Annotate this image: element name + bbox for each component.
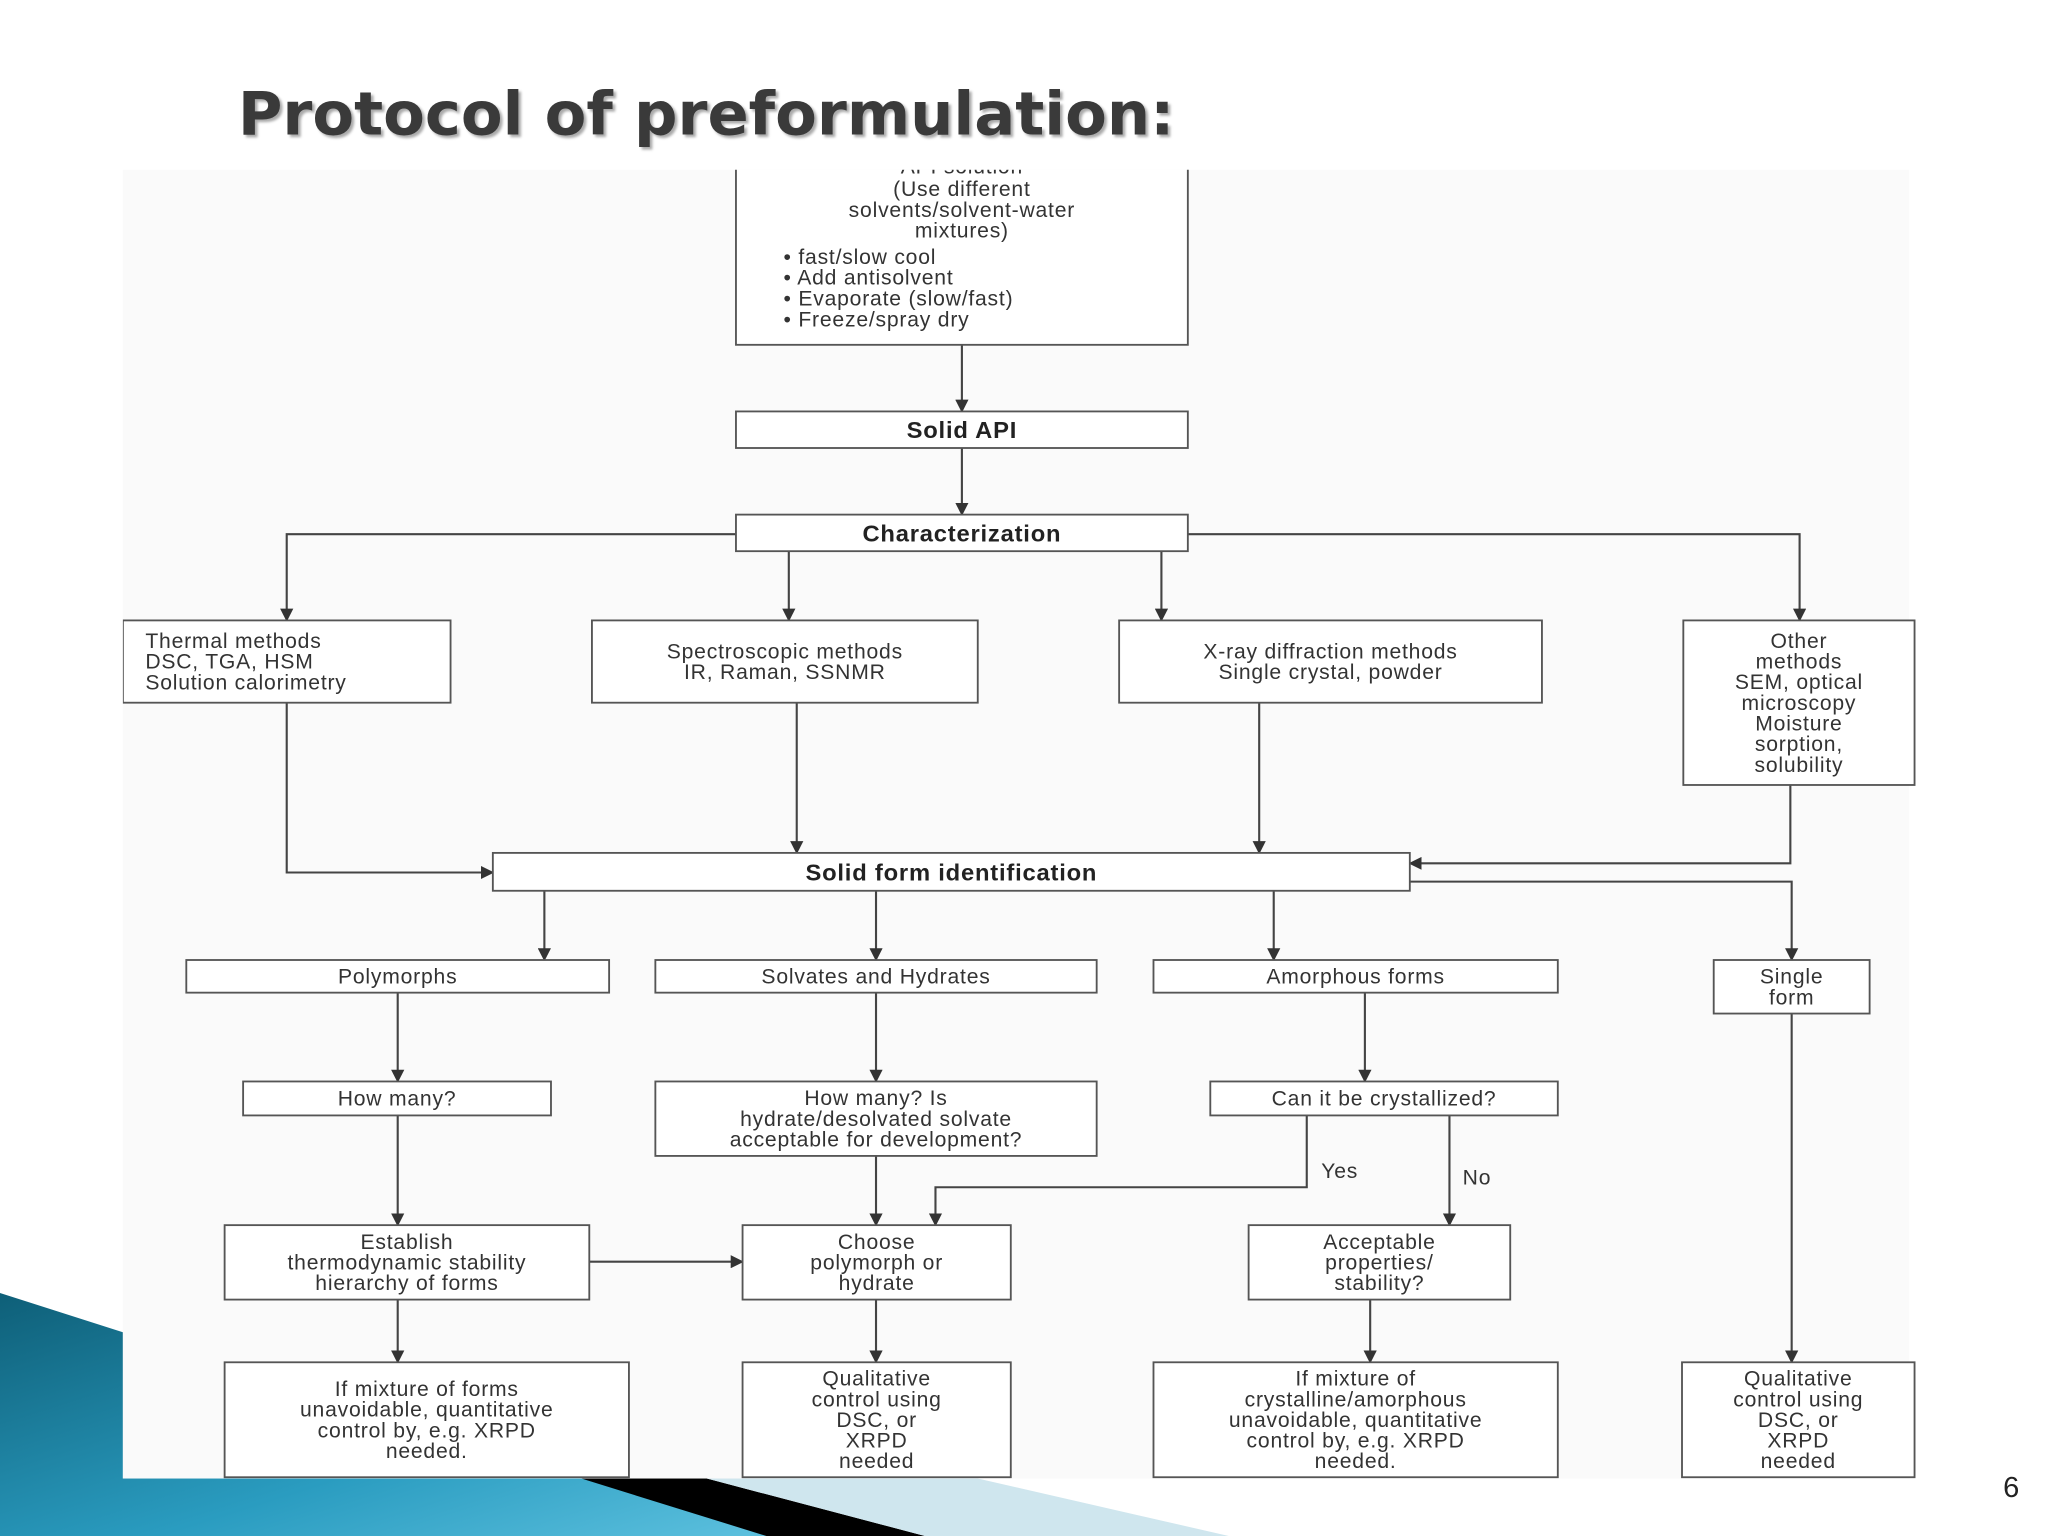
box-text: solubility	[1754, 754, 1843, 777]
box-text: stability?	[1334, 1272, 1424, 1295]
box-text: XRPD	[1767, 1430, 1829, 1453]
box-text: XRPD	[846, 1430, 908, 1453]
box-text: Solution calorimetry	[145, 671, 346, 694]
box-text: (Use different	[893, 178, 1031, 201]
box-text: mixtures)	[915, 220, 1009, 243]
box-text: thermodynamic stability	[288, 1252, 527, 1275]
box-text: DSC, or	[1758, 1409, 1839, 1432]
box-text: Amorphous forms	[1266, 966, 1445, 989]
slide-decoration	[0, 1293, 1229, 1536]
box-text: Acceptable	[1323, 1231, 1435, 1254]
box-text: control by, e.g. XRPD	[318, 1419, 536, 1442]
box-text: methods	[1756, 651, 1843, 674]
box-text: form	[1769, 986, 1814, 1009]
box-text: Qualitative	[1744, 1368, 1853, 1391]
bullet-item: • Evaporate (slow/fast)	[784, 288, 1014, 311]
box-text: Solid API	[907, 418, 1018, 444]
box-text: unavoidable, quantitative	[300, 1399, 554, 1422]
box-text: Establish	[361, 1231, 454, 1254]
box-text: Thermal methods	[145, 630, 321, 653]
slide-title: Protocol of preformulation:	[238, 80, 1175, 150]
box-text: SEM, optical	[1735, 671, 1863, 694]
box-text: How many? Is	[804, 1087, 947, 1110]
connector-arrow	[285, 702, 495, 880]
box-text: hydrate/desolvated solvate	[740, 1108, 1012, 1131]
label-no: No	[1463, 1167, 1492, 1190]
page-number: 6	[2003, 1472, 2019, 1504]
box-text: Choose	[838, 1231, 916, 1254]
box-text: sorption,	[1755, 733, 1843, 756]
box-text: Qualitative	[822, 1368, 931, 1391]
box-text: Spectroscopic methods	[667, 641, 903, 664]
bullet-item: • Freeze/spray dry	[784, 309, 970, 332]
box-text: Solid form identification	[805, 860, 1097, 886]
box-text: Single	[1760, 966, 1823, 989]
connector-arrow	[928, 1115, 1308, 1227]
box-text: Can it be crystallized?	[1272, 1088, 1497, 1111]
box-text: DSC, TGA, HSM	[145, 651, 313, 674]
box-text: needed	[839, 1450, 914, 1473]
box-text: IR, Raman, SSNMR	[684, 661, 886, 684]
box-text: If mixture of	[1295, 1368, 1416, 1391]
box-amorphous: Amorphous forms	[1152, 959, 1559, 994]
box-text: control using	[1733, 1388, 1863, 1411]
box-text: Solvates and Hydrates	[761, 966, 990, 989]
box-text: control using	[812, 1388, 942, 1411]
box-text: X-ray diffraction methods	[1203, 641, 1457, 664]
box-text: microscopy	[1742, 692, 1857, 715]
box-text: hierarchy of forms	[315, 1272, 498, 1295]
box-text: DSC, or	[836, 1409, 917, 1432]
box-heading: API solution	[901, 156, 1023, 179]
box-mix2: If mixture ofcrystalline/amorphousunavoi…	[1152, 1361, 1559, 1479]
box-text: Characterization	[862, 522, 1061, 548]
box-text: If mixture of forms	[335, 1378, 519, 1401]
box-text: needed.	[386, 1440, 468, 1463]
connector-arrow	[280, 533, 736, 622]
box-polymorphs: Polymorphs	[185, 959, 611, 994]
box-characterization: Characterization	[735, 513, 1189, 553]
box-api-solution: API solution(Use differentsolvents/solve…	[735, 156, 1189, 346]
bullet-item: • fast/slow cool	[784, 246, 937, 269]
box-solvates: Solvates and Hydrates	[654, 959, 1098, 994]
box-crystallize: Can it be crystallized?	[1209, 1080, 1559, 1117]
box-text: hydrate	[839, 1272, 915, 1295]
box-text: Single crystal, powder	[1219, 661, 1443, 684]
bullet-item: • Add antisolvent	[784, 267, 954, 290]
box-text: acceptable for development?	[730, 1129, 1023, 1152]
box-text: control by, e.g. XRPD	[1247, 1430, 1465, 1453]
box-text: needed	[1761, 1450, 1836, 1473]
box-text: Polymorphs	[338, 966, 457, 989]
flowchart: API solution(Use differentsolvents/solve…	[122, 156, 1916, 1479]
connector-arrow	[1409, 880, 1799, 962]
box-solid-api: Solid API	[735, 410, 1189, 449]
box-text: Moisture	[1755, 713, 1842, 736]
label-yes: Yes	[1321, 1160, 1358, 1183]
box-solid-form: Solid form identification	[491, 851, 1411, 892]
box-text: properties/	[1325, 1252, 1434, 1275]
connector-arrow	[1408, 784, 1792, 870]
box-text: How many?	[338, 1088, 457, 1111]
box-text: solvents/solvent-water	[849, 199, 1075, 222]
box-text: unavoidable, quantitative	[1229, 1409, 1483, 1432]
box-howmany1: How many?	[242, 1080, 552, 1117]
box-text: needed.	[1315, 1450, 1397, 1473]
box-text: Other	[1771, 630, 1828, 653]
box-text: polymorph or	[810, 1252, 943, 1275]
connector-arrow	[1187, 533, 1807, 622]
box-text: crystalline/amorphous	[1245, 1388, 1467, 1411]
